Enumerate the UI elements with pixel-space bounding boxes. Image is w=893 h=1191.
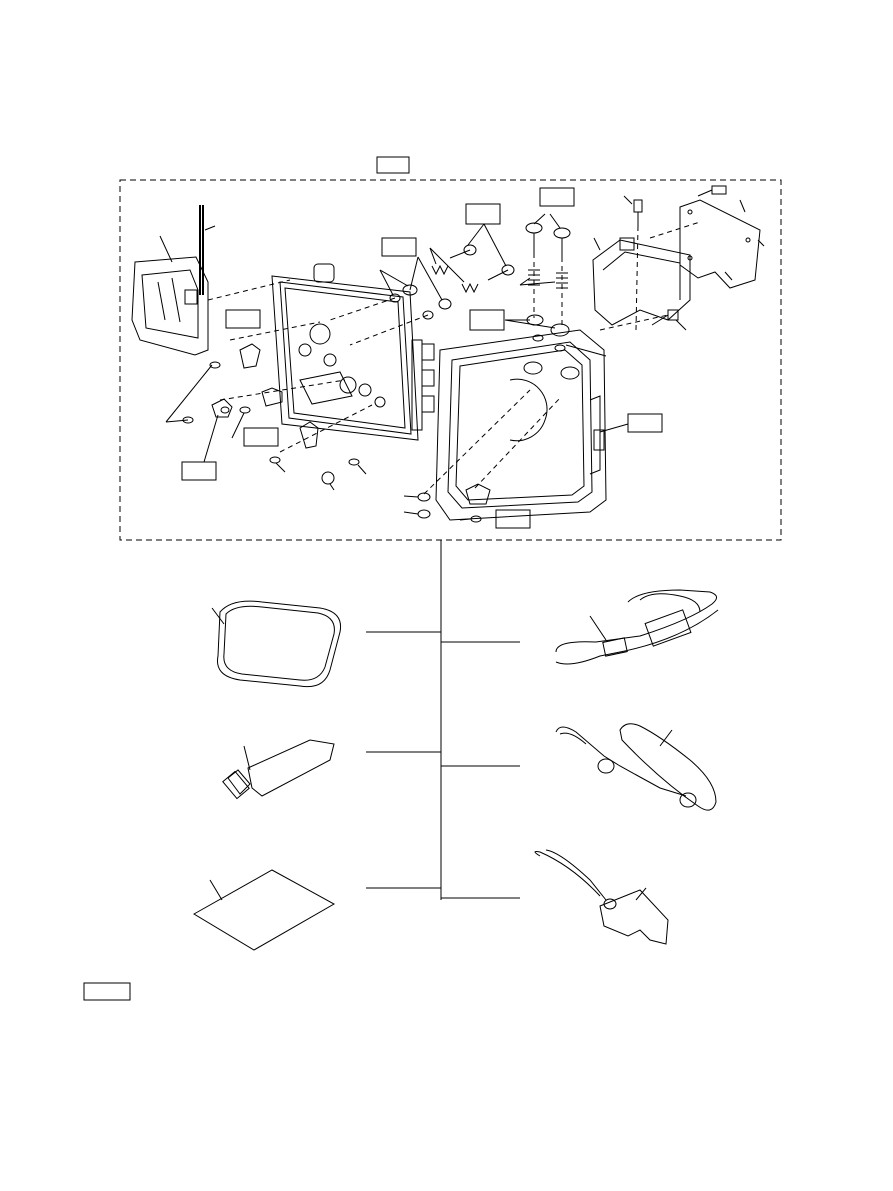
hand-strap-icon: [555, 723, 717, 811]
silicone-grease-tube-icon: [222, 739, 335, 800]
bottom-small-parts: [403, 483, 491, 523]
callout-box-lens-window: [469, 309, 505, 331]
callout-box-top-center: [539, 187, 575, 207]
leader-lines: [379, 223, 629, 433]
neck-strap-icon: [555, 589, 719, 665]
callout-box-left-lever: [243, 427, 279, 447]
callout-box-hinge-pin: [225, 309, 261, 329]
top-right-plate: [679, 199, 765, 289]
push-buttons-springs: [525, 213, 571, 352]
lens-cleaning-paper-icon: [193, 869, 336, 951]
housing-front-body: [271, 263, 419, 441]
legend-box: [83, 982, 131, 1001]
callout-boxes: [181, 187, 663, 529]
accessory-tree: [366, 540, 520, 900]
top-cover-bracket: [592, 237, 691, 326]
housing-hinge: [411, 339, 435, 431]
housing-rear-body: [435, 329, 607, 521]
shaft-buttons: [389, 244, 515, 320]
assembly-dashed-frame: [119, 179, 782, 541]
screws: [623, 185, 727, 331]
assembly-guide-lines: [207, 221, 701, 495]
callout-box-left-bottom: [181, 461, 217, 481]
side-cover-left: [131, 205, 216, 356]
callout-box-bottom-lever: [495, 509, 531, 529]
callout-box-mid-left: [381, 237, 417, 257]
levers-washers: [165, 343, 367, 491]
o-ring-icon: [211, 600, 342, 688]
callout-box-housing-right: [627, 413, 663, 433]
callout-box-top-mid: [465, 203, 501, 225]
o-ring-remover-tool-icon: [534, 849, 669, 945]
header-label-box: [376, 156, 410, 174]
